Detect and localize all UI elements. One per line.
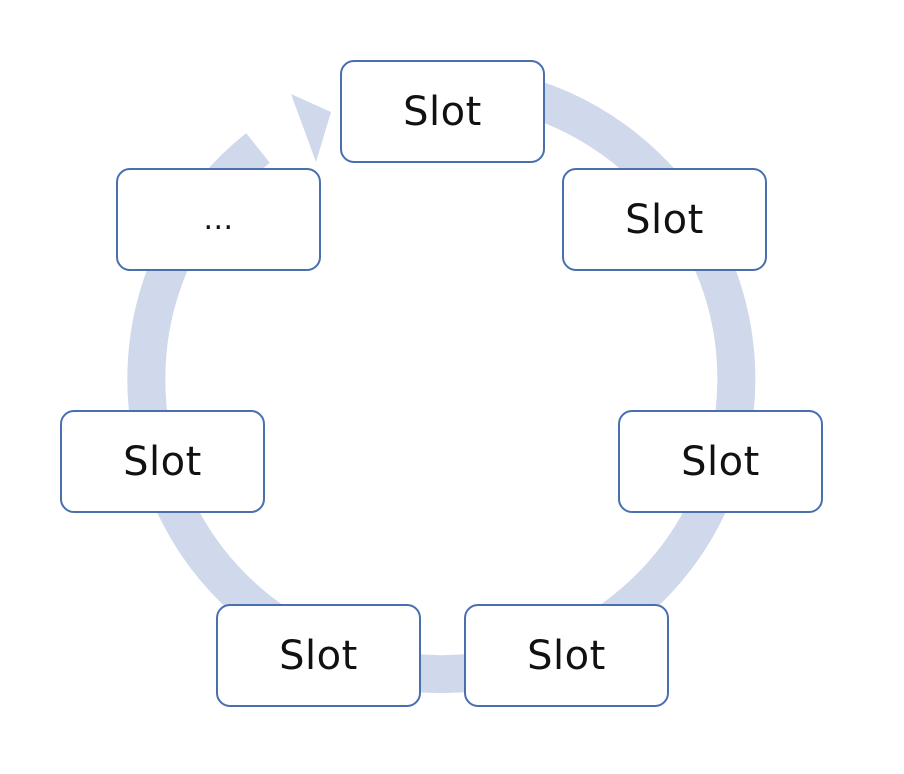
ellipsis-box: … [116,168,321,271]
slot-box-upper-right: Slot [562,168,767,271]
slot-label: Slot [681,438,760,485]
slot-box-top: Slot [340,60,545,163]
slot-box-bottom-left: Slot [216,604,421,707]
ellipsis-label: … [203,201,234,237]
slot-box-bottom-right: Slot [464,604,669,707]
slot-label: Slot [403,88,482,135]
arrowhead-icon [291,94,331,162]
slot-label: Slot [527,632,606,679]
slot-box-right: Slot [618,410,823,513]
slot-box-left: Slot [60,410,265,513]
slot-label: Slot [625,196,704,243]
slot-label: Slot [279,632,358,679]
slot-label: Slot [123,438,202,485]
